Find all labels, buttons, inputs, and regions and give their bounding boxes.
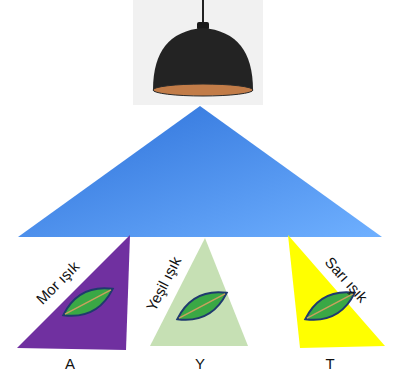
leaf-blade <box>173 284 232 328</box>
leaf-midrib <box>65 290 111 314</box>
letter-label: T <box>325 356 334 373</box>
light-cone: Yeşil ışıkY <box>140 228 260 374</box>
cone-shape <box>5 228 145 374</box>
cone-shape <box>275 228 395 374</box>
leaf-midrib <box>307 294 353 318</box>
light-beam <box>18 106 382 237</box>
leaf-blade <box>59 280 118 324</box>
cone-fill <box>17 235 130 350</box>
light-cone: Mor ışıkA <box>5 228 145 374</box>
cone-fill <box>288 235 385 348</box>
leaf-icon <box>173 284 232 328</box>
letter-label: Y <box>195 356 205 373</box>
lamp-rim <box>153 84 253 96</box>
lamp-shade <box>153 28 253 90</box>
lamp-background <box>133 0 263 105</box>
light-cone: Sarı ışıkT <box>275 228 395 374</box>
leaf-icon <box>59 280 118 324</box>
letter-label: A <box>65 356 75 373</box>
leaf-midrib <box>179 294 225 318</box>
